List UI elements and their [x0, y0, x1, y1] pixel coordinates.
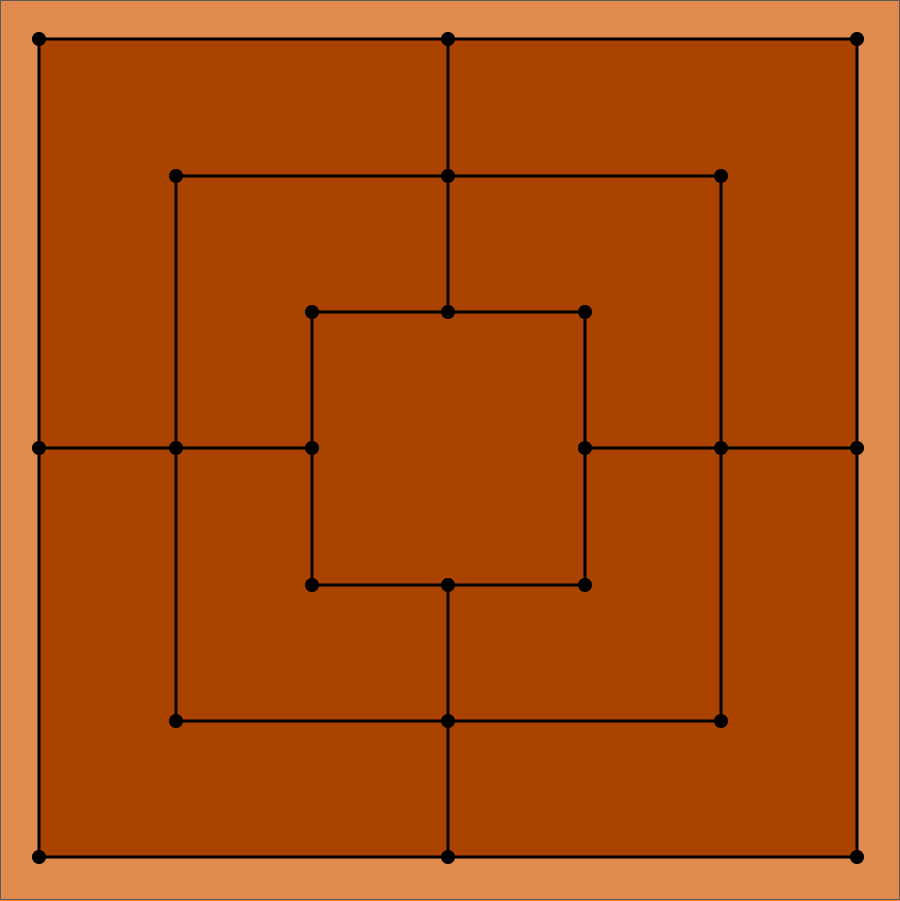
board-point-outer-top-middle[interactable]	[441, 32, 455, 46]
board-point-outer-top-left[interactable]	[32, 32, 46, 46]
board-point-inner-bottom-right[interactable]	[578, 578, 592, 592]
board-point-inner-bottom-left[interactable]	[305, 578, 319, 592]
board-point-middle-top-left[interactable]	[169, 169, 183, 183]
board-point-inner-top-right[interactable]	[578, 305, 592, 319]
board-point-inner-bottom-middle[interactable]	[441, 578, 455, 592]
board-point-outer-bottom-middle[interactable]	[441, 850, 455, 864]
board-point-outer-middle-left[interactable]	[32, 441, 46, 455]
board-point-inner-middle-left[interactable]	[305, 441, 319, 455]
board-points[interactable]	[32, 32, 864, 864]
board-point-inner-top-middle[interactable]	[441, 305, 455, 319]
board-point-inner-top-left[interactable]	[305, 305, 319, 319]
board-point-outer-bottom-right[interactable]	[850, 850, 864, 864]
board-point-middle-top-middle[interactable]	[441, 169, 455, 183]
board-point-middle-bottom-left[interactable]	[169, 714, 183, 728]
board-point-outer-bottom-left[interactable]	[32, 850, 46, 864]
board-point-middle-bottom-right[interactable]	[714, 714, 728, 728]
board-point-outer-top-right[interactable]	[850, 32, 864, 46]
board-point-middle-middle-right[interactable]	[714, 441, 728, 455]
board-point-middle-top-right[interactable]	[714, 169, 728, 183]
board-point-outer-middle-right[interactable]	[850, 441, 864, 455]
board-point-inner-middle-right[interactable]	[578, 441, 592, 455]
board-point-middle-middle-left[interactable]	[169, 441, 183, 455]
board-point-middle-bottom-middle[interactable]	[441, 714, 455, 728]
